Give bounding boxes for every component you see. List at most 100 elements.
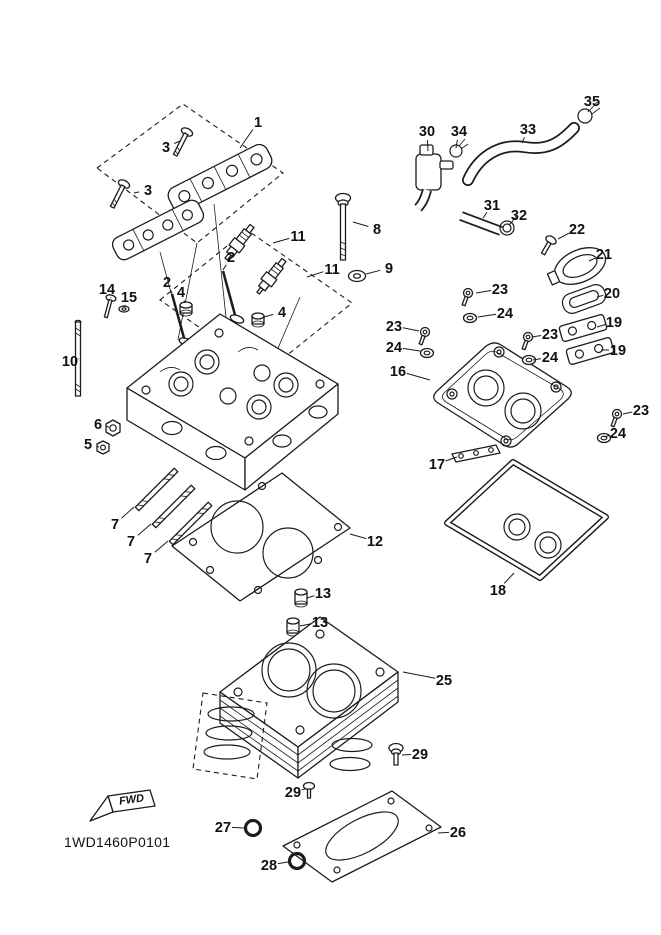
callout-label: 28 [261,858,277,874]
callout-label: 1 [254,115,262,131]
callout-leader [263,313,274,318]
callout-leader [222,264,227,271]
valve-cover-drawing [433,342,572,448]
callout-leader [622,411,633,415]
callout-label: 20 [604,286,620,302]
callout-leader [482,212,488,219]
callout-leader [239,129,254,149]
callout-leader [437,831,450,834]
callout-label: 4 [177,285,185,301]
callout-label: 13 [312,615,328,631]
callout-leader [475,290,492,294]
callout-leader [299,623,312,627]
valve-lifter-4a [179,301,193,317]
breather-hose-33 [462,122,580,186]
spark-plug-2 [256,257,287,295]
callout-label: 11 [324,262,339,278]
stud-7c [168,501,213,546]
callout-leader [531,335,542,338]
grommet-24d [596,432,612,444]
callout-label: 33 [520,122,536,138]
callout-leader [170,289,173,294]
screw-23d [610,408,623,428]
callout-label: 21 [596,247,612,263]
callout-leader [587,109,590,113]
callout-label: 34 [451,124,467,140]
long-bolt-8 [334,192,352,261]
callout-leader [503,572,515,584]
callout-label: 8 [373,222,381,238]
hose-31 [459,211,503,236]
callout-leader [96,445,100,448]
callout-leader [402,671,436,679]
callout-label: 7 [144,551,152,567]
dowel-pin-13b [286,617,300,637]
callout-label: 23 [542,327,558,343]
flange-bolt-3b [109,179,131,209]
bracket-19a [558,314,608,342]
gasket-20 [561,284,607,314]
callout-label: 25 [436,673,452,689]
bracket-19b [565,337,615,365]
washer-9 [347,269,367,283]
callout-leader [121,506,135,519]
bolt-22 [540,235,557,256]
callout-label: 22 [569,222,585,238]
callout-leader [588,257,597,262]
callout-label: 23 [633,403,649,419]
callout-label: 24 [386,340,402,356]
callout-leader [231,826,245,829]
cylinder-block-drawing [219,616,399,779]
callout-label: 32 [511,208,527,224]
valve-2b [221,270,245,324]
callout-label: 30 [419,124,435,140]
callout-leader [365,269,381,275]
callout-label: 9 [385,261,393,277]
callout-label: 3 [162,140,170,156]
callout-label: 26 [450,825,466,841]
callout-label: 10 [62,354,78,370]
callout-leader [106,425,110,428]
joint-21 [546,247,607,286]
callout-label: 31 [484,198,500,214]
screw-23c [521,331,534,351]
callout-label: 14 [99,282,115,298]
callout-leader [532,358,542,361]
callout-leader [426,139,429,152]
cap-nut-5 [96,440,110,455]
callout-leader [455,139,458,149]
callout-leader [402,327,420,332]
callout-label: 16 [390,364,406,380]
hose-clamp-35 [577,101,601,124]
callout-label: 24 [542,350,558,366]
callout-label: 19 [610,343,626,359]
callout-leader [596,294,604,298]
bracket-17 [451,444,501,463]
callout-leader [306,595,315,599]
head-gasket-drawing [171,472,351,602]
callout-label: 11 [290,229,305,245]
grommet-24b [419,347,435,359]
callout-label: 19 [606,315,622,331]
o-ring-27 [243,818,263,838]
callout-label: 18 [490,583,506,599]
callout-label: 27 [215,820,231,836]
callout-leader [301,788,306,791]
callout-leader [445,456,458,462]
callout-label: 17 [429,457,445,473]
callout-leader [352,221,369,227]
screw-23a [461,287,474,307]
piston-ring-set [192,692,373,780]
callout-label: 35 [584,94,600,110]
callout-leader [349,533,367,540]
callout-label: 15 [121,290,137,306]
callout-label: 4 [278,305,286,321]
fwd-marker: FWD [89,789,156,822]
callout-label: 23 [492,282,508,298]
callout-leader [137,523,152,536]
screw-23b [418,326,431,346]
cylinder-head-drawing [126,313,339,491]
callout-leader [603,435,610,438]
